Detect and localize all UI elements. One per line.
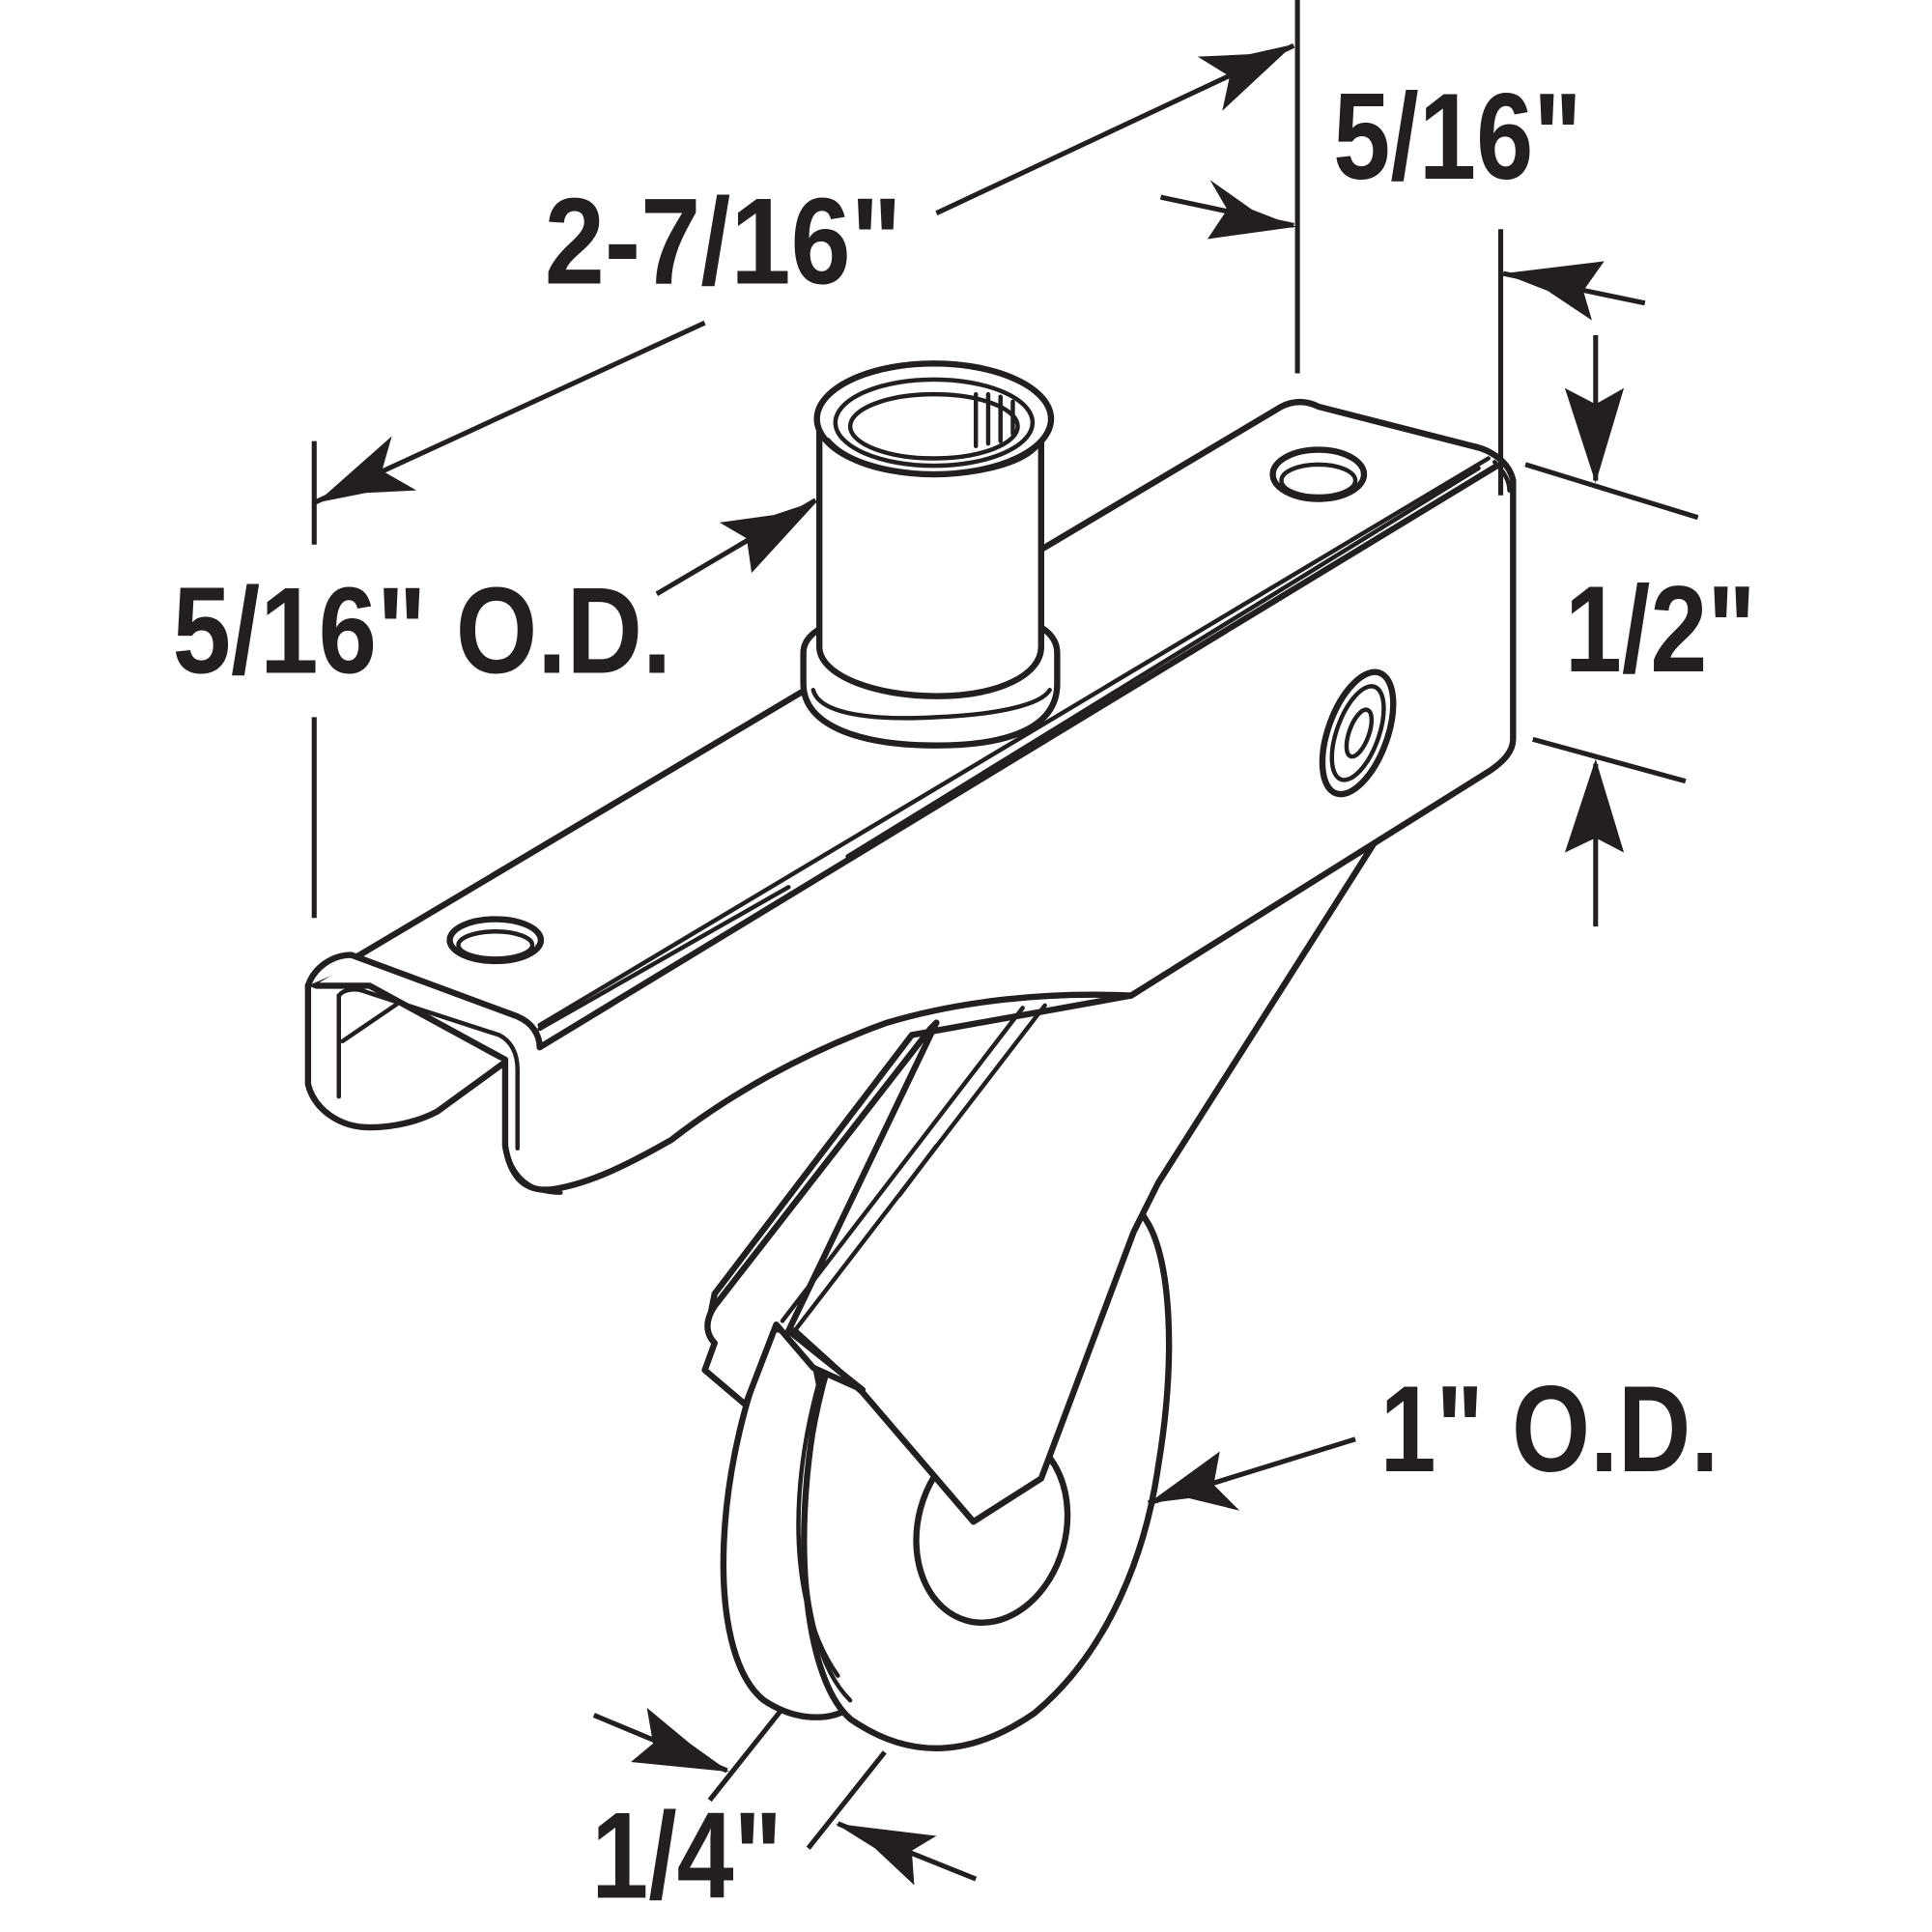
stem bbox=[800, 360, 1061, 749]
dimension-label-stem-diameter: 5/16" O.D. bbox=[173, 562, 672, 699]
dimension-label-bracket-width: 5/16" bbox=[1333, 69, 1582, 206]
dimension-label-bracket-height: 1/2" bbox=[1565, 561, 1756, 698]
dimension-lines bbox=[311, 0, 1699, 1886]
bracket bbox=[304, 398, 1517, 1525]
dimension-label-wheel-width: 1/4" bbox=[591, 1787, 782, 1924]
dimension-label-overall-length: 2-7/16" bbox=[545, 173, 902, 310]
dimension-label-wheel-diameter: 1" O.D. bbox=[1380, 1361, 1719, 1498]
